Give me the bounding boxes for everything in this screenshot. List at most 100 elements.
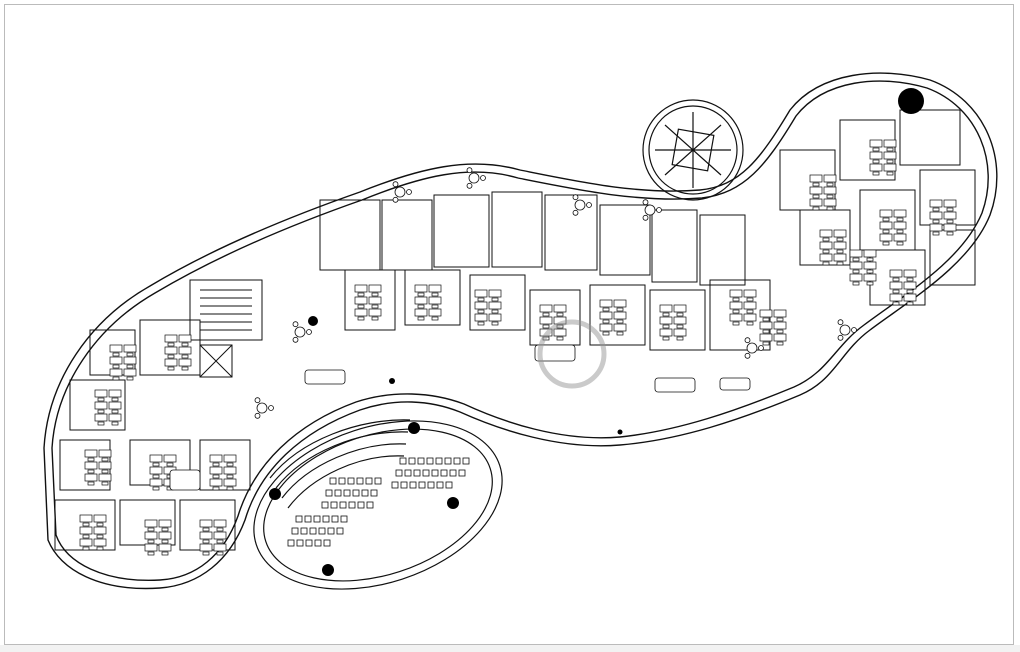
desk	[613, 299, 627, 308]
seat	[323, 539, 331, 547]
chair	[466, 167, 473, 174]
chair	[542, 312, 550, 317]
chair	[882, 241, 890, 246]
chair	[822, 261, 830, 266]
desk	[164, 358, 178, 367]
chair	[758, 345, 764, 351]
chair	[111, 397, 119, 402]
chair	[82, 534, 90, 539]
building-outline	[43, 72, 998, 590]
desk	[144, 543, 158, 552]
chair	[866, 281, 874, 286]
desk	[178, 358, 192, 367]
desk	[833, 229, 847, 238]
chair	[676, 336, 684, 341]
room-outline	[344, 269, 396, 331]
chair	[892, 289, 900, 294]
seat	[435, 457, 443, 465]
seat	[314, 539, 322, 547]
desk	[929, 211, 943, 220]
desk	[109, 356, 123, 365]
chair	[866, 269, 874, 274]
chair	[491, 321, 499, 326]
stair-tower-inner	[648, 105, 738, 195]
desk	[414, 296, 428, 305]
desk	[943, 223, 957, 232]
meeting-table	[534, 344, 576, 362]
chair	[147, 551, 155, 556]
desk	[474, 301, 488, 310]
room-outline	[899, 109, 961, 166]
chair	[226, 486, 234, 491]
desk	[164, 334, 178, 343]
chair	[97, 409, 105, 414]
seat	[321, 501, 329, 509]
seat	[347, 477, 355, 485]
round-tables	[169, 167, 857, 491]
desk	[93, 514, 107, 523]
chair	[602, 319, 610, 324]
round-table	[574, 199, 586, 211]
seat	[436, 481, 444, 489]
desk	[673, 316, 687, 325]
room-outline	[433, 194, 490, 268]
chair	[762, 341, 770, 346]
seat	[291, 527, 299, 535]
room-outline	[404, 269, 461, 326]
desk	[659, 316, 673, 325]
desk	[759, 333, 773, 342]
desk	[428, 284, 442, 293]
auditorium-seats	[287, 457, 470, 547]
seat	[453, 457, 461, 465]
seat	[445, 481, 453, 489]
chair	[896, 229, 904, 234]
chair	[166, 462, 174, 467]
seat	[391, 481, 399, 489]
chair	[642, 199, 649, 206]
seat	[352, 489, 360, 497]
chair	[732, 309, 740, 314]
desk	[368, 308, 382, 317]
chair	[152, 474, 160, 479]
chair	[886, 171, 894, 176]
seat	[408, 457, 416, 465]
desk	[929, 199, 943, 208]
chair	[872, 171, 880, 176]
desk	[893, 233, 907, 242]
column	[898, 88, 924, 114]
chair	[392, 196, 399, 203]
seat	[329, 477, 337, 485]
desk	[109, 368, 123, 377]
room-outline	[319, 199, 381, 271]
room-outline	[839, 119, 896, 181]
seat	[370, 489, 378, 497]
chair	[152, 486, 160, 491]
chair	[586, 202, 592, 208]
chair	[572, 194, 579, 201]
desk	[144, 519, 158, 528]
desk	[488, 313, 502, 322]
desk	[178, 334, 192, 343]
desk	[759, 309, 773, 318]
desk	[819, 241, 833, 250]
elevator-cross	[199, 344, 233, 378]
desk	[849, 273, 863, 282]
auditorium-steps	[269, 419, 411, 509]
desk	[883, 139, 897, 148]
desk	[354, 296, 368, 305]
desk	[743, 313, 757, 322]
chair	[431, 292, 439, 297]
desk	[773, 309, 787, 318]
desk	[108, 401, 122, 410]
seat	[404, 469, 412, 477]
desk	[819, 253, 833, 262]
seat	[418, 481, 426, 489]
room-outline	[699, 214, 746, 286]
desk	[539, 304, 553, 313]
desk	[84, 473, 98, 482]
desk	[849, 249, 863, 258]
chair	[357, 316, 365, 321]
chair	[946, 207, 954, 212]
seat	[413, 469, 421, 477]
desk	[79, 514, 93, 523]
